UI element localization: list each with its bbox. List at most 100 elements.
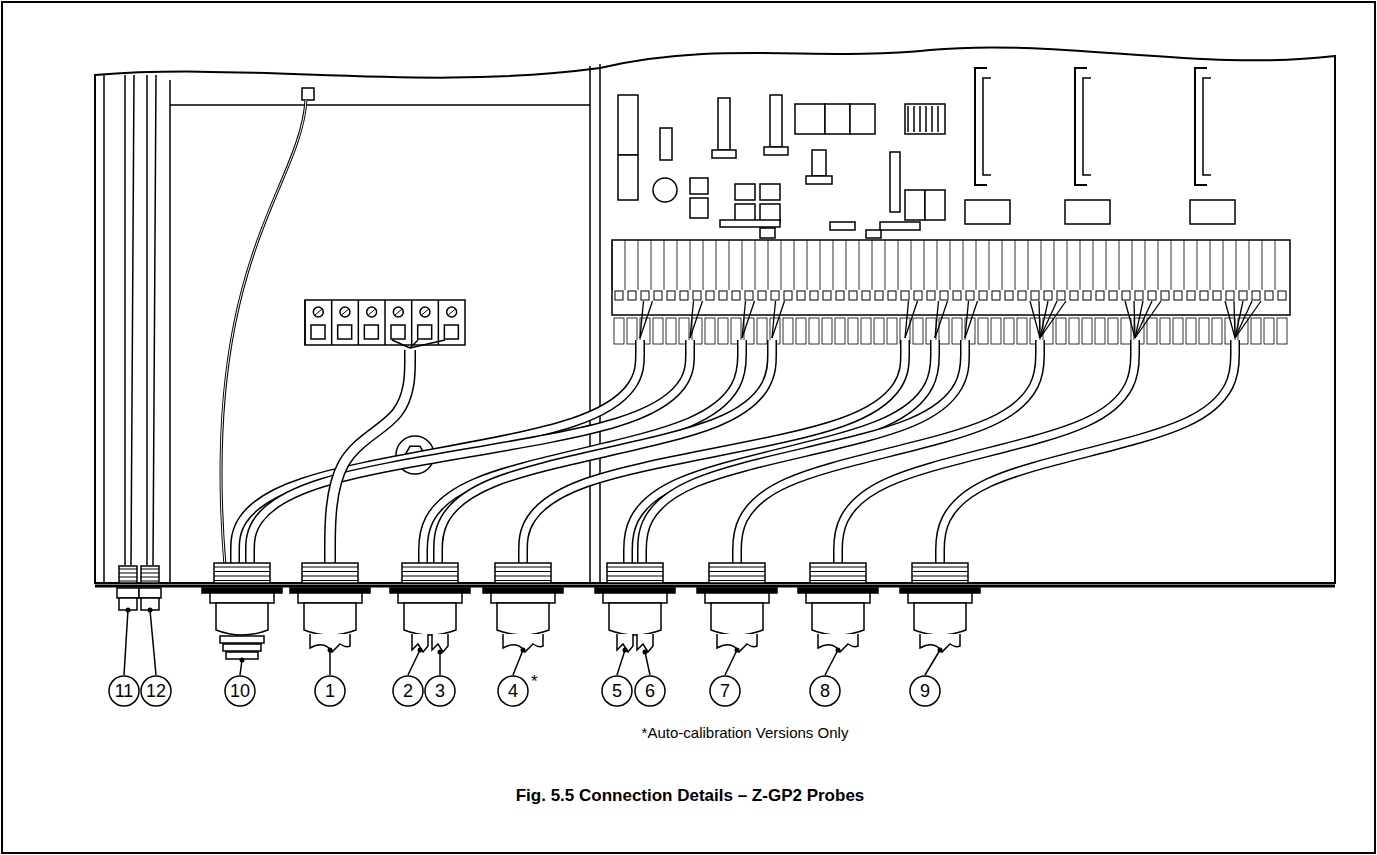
pcb-bracket [1083, 78, 1091, 175]
wire [772, 301, 785, 338]
gland-thread [141, 569, 159, 570]
pcb-pin [931, 106, 933, 132]
strip-divider [1158, 240, 1159, 290]
callout-number: 8 [820, 682, 830, 700]
leader-dot [328, 648, 333, 653]
pcb-component [905, 190, 925, 220]
pcb-component [812, 150, 826, 176]
terminal-strip-body [612, 240, 1290, 315]
pcb-component [618, 95, 638, 155]
cable-stub [717, 634, 757, 652]
strip-divider [833, 240, 834, 290]
strip-divider [651, 240, 652, 290]
strip-clamp [991, 318, 1001, 344]
wire [1235, 301, 1261, 338]
strip-terminal [836, 291, 844, 300]
strip-clamp [666, 318, 676, 344]
strip-terminal [719, 291, 727, 300]
screw-slot [315, 309, 322, 315]
leader-line [925, 650, 940, 675]
strip-terminal [992, 291, 1000, 300]
pcb-connector [905, 104, 945, 134]
gland-thread [607, 567, 663, 568]
strip-terminal [1031, 291, 1039, 300]
gland-washer [705, 593, 769, 603]
probe-cable [147, 75, 156, 565]
strip-terminal [914, 291, 922, 300]
housing-outline [95, 47, 1335, 583]
strip-divider [1015, 240, 1016, 290]
wire [1030, 301, 1040, 338]
strip-divider [1184, 240, 1185, 290]
strip-divider [1236, 240, 1237, 290]
strip-divider [742, 240, 743, 290]
cable-stub [432, 634, 448, 652]
gland-thread [214, 580, 270, 581]
callout-number: 2 [403, 682, 413, 700]
callout-number: 4 [508, 682, 518, 700]
strip-divider [781, 240, 782, 290]
strip-divider [1054, 240, 1055, 290]
strip-terminal [1174, 291, 1182, 300]
wire [640, 301, 653, 338]
cable-gland [697, 563, 777, 652]
strip-terminal [1278, 291, 1286, 300]
leader-line [825, 650, 838, 675]
leader-dot [126, 608, 131, 613]
gland-body [914, 603, 966, 635]
callout-circle [425, 676, 455, 706]
strip-clamp [783, 318, 793, 344]
cable-gland [483, 563, 563, 652]
leader-dot [148, 608, 153, 613]
strip-terminal [1096, 291, 1104, 300]
strip-divider [1002, 240, 1003, 290]
terminal-block-body [305, 300, 465, 345]
leader-line [617, 650, 625, 675]
strip-clamp [874, 318, 884, 344]
callout-circle [109, 676, 139, 706]
strip-divider [1028, 240, 1029, 290]
pcb-bracket [1203, 78, 1211, 175]
strip-divider [963, 240, 964, 290]
screw-slot [422, 309, 429, 315]
strip-terminal [862, 291, 870, 300]
leader-line [329, 650, 331, 675]
terminal-divider [331, 300, 333, 345]
pcb-component [760, 184, 780, 200]
strip-terminal [680, 291, 688, 300]
strip-divider [859, 240, 860, 290]
strip-divider [768, 240, 769, 290]
leader-line [439, 652, 441, 675]
gland-body [812, 603, 864, 635]
pcb-component [764, 147, 788, 155]
strip-terminal [1005, 291, 1013, 300]
strip-terminal [927, 291, 935, 300]
gland-washer [398, 593, 462, 603]
figure-caption: Fig. 5.5 Connection Details – Z-GP2 Prob… [516, 786, 865, 806]
strip-clamp [614, 318, 624, 344]
wire [392, 340, 410, 348]
strip-terminal [615, 291, 623, 300]
callout-circle [498, 676, 528, 706]
gland-thread [119, 569, 137, 570]
callout-number: 10 [230, 682, 250, 700]
leader-line [645, 652, 650, 675]
strip-divider [885, 240, 886, 290]
pcb-component [880, 222, 920, 230]
terminal-divider [384, 300, 386, 345]
wire [690, 301, 703, 338]
cable-gland [202, 563, 282, 659]
gland-thread [214, 571, 270, 572]
strip-clamp [1186, 318, 1196, 344]
cable-inner [940, 340, 1235, 565]
gland-thread [495, 576, 551, 577]
cable-stub [617, 634, 633, 652]
strip-divider [1080, 240, 1081, 290]
gland-thread [607, 571, 663, 572]
strip-terminal [1148, 291, 1156, 300]
strip-terminal [1213, 291, 1221, 300]
gland-body [216, 603, 268, 635]
strip-divider [1145, 240, 1146, 290]
gland-thread [709, 567, 765, 568]
